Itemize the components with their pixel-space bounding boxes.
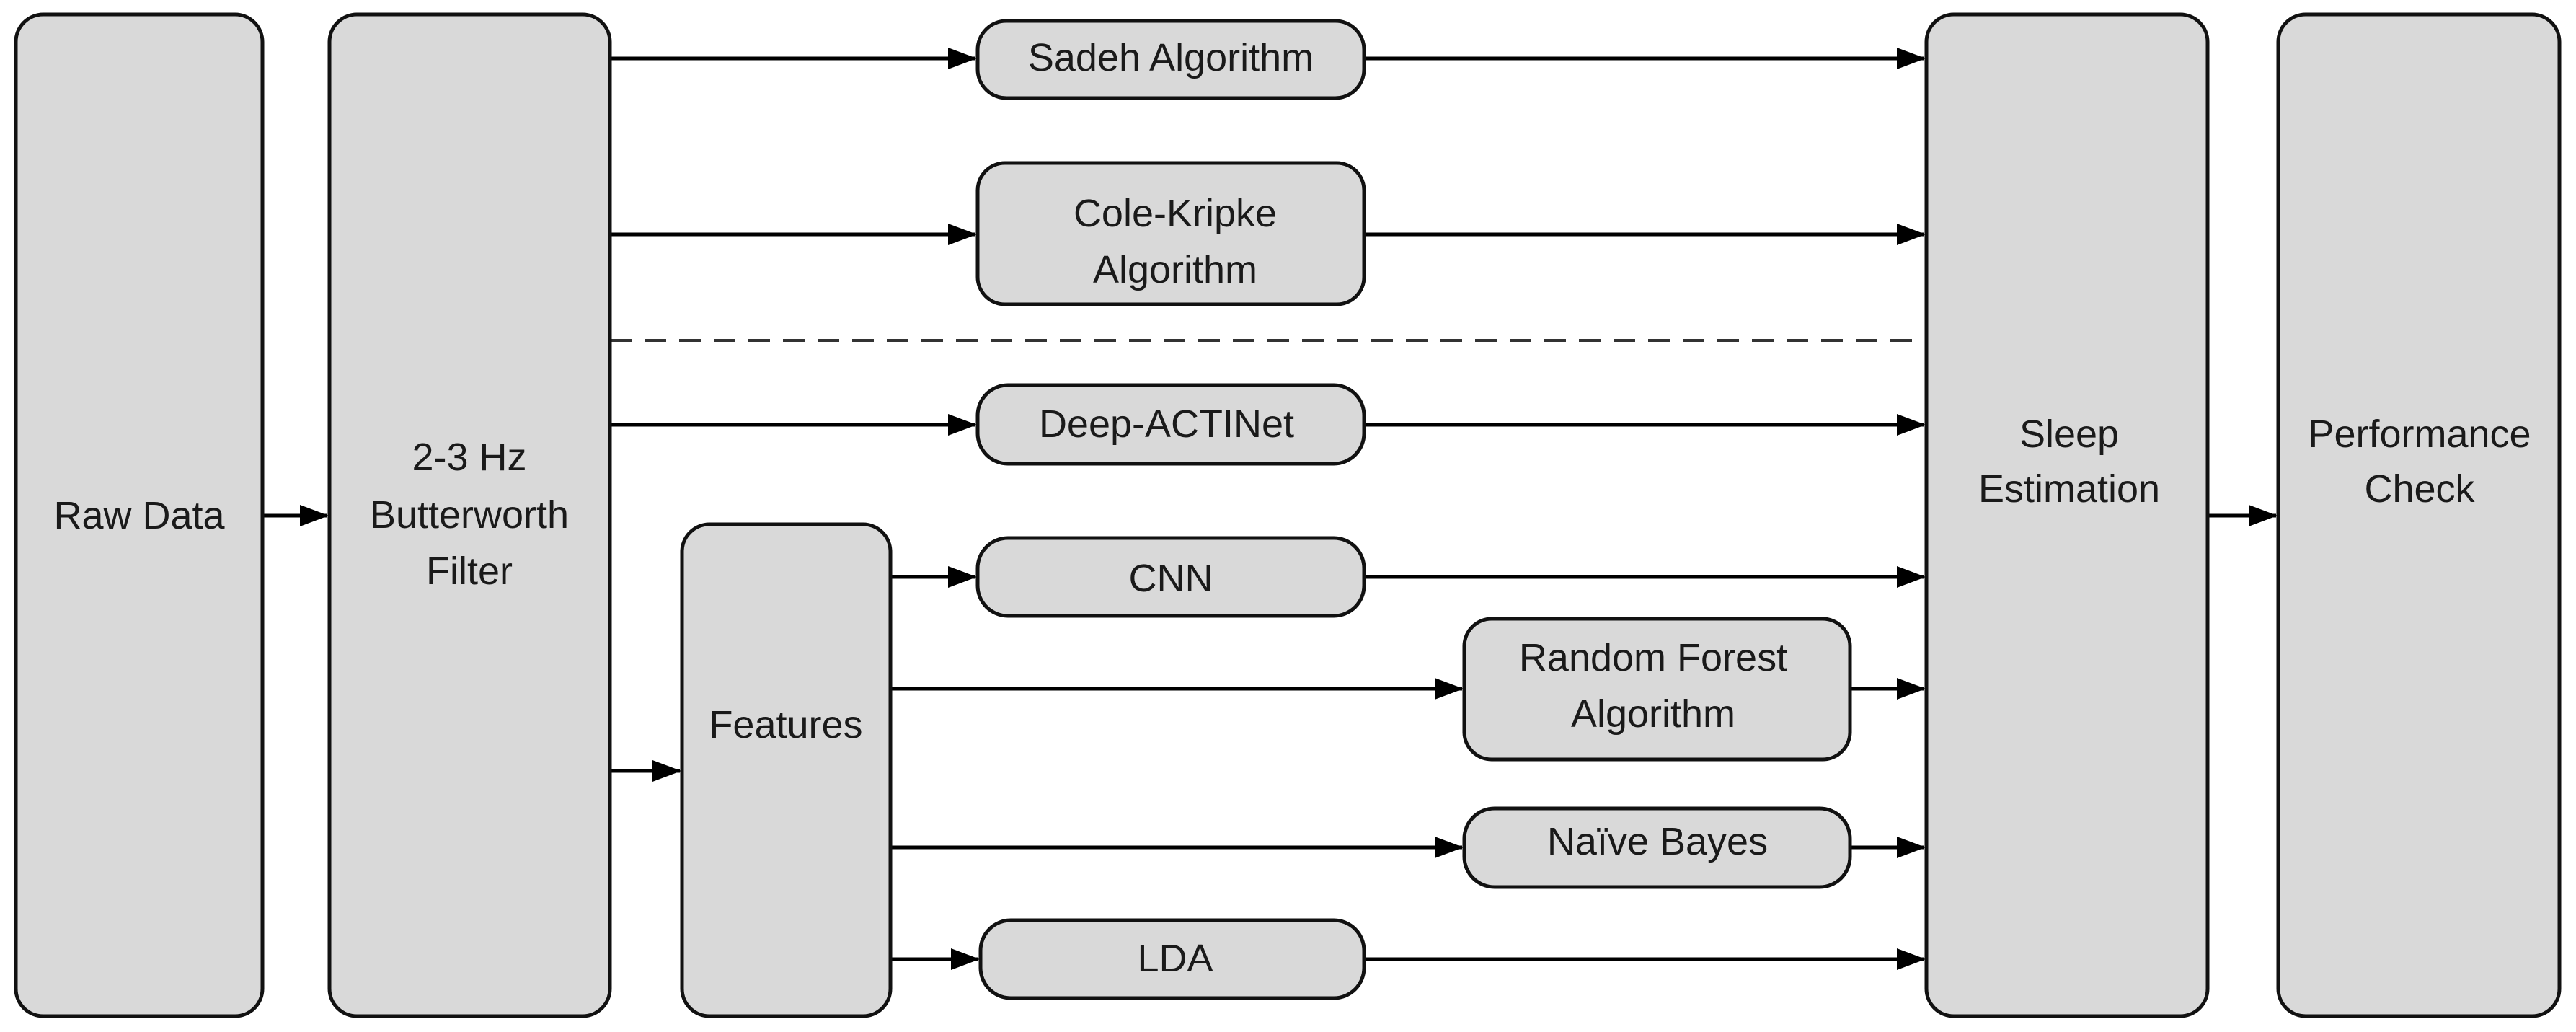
node-cole-kripke-algorithm-box <box>975 161 1366 306</box>
node-sadeh-algorithm-label: Sadeh Algorithm <box>1028 36 1314 79</box>
node-performance-check-label-line2: Check <box>2364 467 2475 511</box>
node-raw-data: Raw Data <box>14 12 265 1018</box>
node-performance-check-label-line1: Performance <box>2308 413 2531 456</box>
node-random-forest-algorithm-box <box>1462 617 1852 762</box>
node-sleep-estimation-label-line1: Sleep <box>2019 413 2119 456</box>
node-features-box <box>680 522 893 1018</box>
node-cnn-box <box>975 536 1366 618</box>
node-butterworth-filter-label-line2: Butterworth <box>370 493 569 537</box>
node-random-forest-algorithm: Random Forest Algorithm <box>1462 617 1852 762</box>
node-deep-actinet: Deep-ACTINet <box>975 383 1366 466</box>
node-naive-bayes-label: Naïve Bayes <box>1547 820 1768 863</box>
node-raw-data-box <box>14 12 265 1018</box>
node-butterworth-filter-label-line1: 2-3 Hz <box>412 436 526 479</box>
node-deep-actinet-box <box>975 383 1366 466</box>
node-lda-box <box>978 918 1366 1000</box>
node-butterworth-filter: 2-3 Hz Butterworth Filter <box>327 12 612 1018</box>
node-cole-kripke-algorithm-label-line2: Algorithm <box>1093 248 1257 291</box>
node-sleep-estimation-label-line2: Estimation <box>1978 467 2160 511</box>
connectors <box>262 48 2278 970</box>
node-performance-check-box <box>2276 12 2562 1018</box>
node-deep-actinet-label: Deep-ACTINet <box>1039 402 1294 446</box>
node-sleep-estimation-box <box>1924 12 2210 1018</box>
node-random-forest-algorithm-label-line1: Random Forest <box>1519 636 1787 679</box>
node-cole-kripke-algorithm-label-line1: Cole-Kripke <box>1074 192 1277 235</box>
node-performance-check: Performance Check <box>2276 12 2562 1018</box>
node-cnn-label: CNN <box>1129 557 1213 600</box>
node-lda-label: LDA <box>1137 937 1213 980</box>
node-naive-bayes-box <box>1462 806 1852 889</box>
node-raw-data-label: Raw Data <box>53 494 225 537</box>
node-features: Features <box>680 522 893 1018</box>
node-sadeh-algorithm-box <box>975 19 1366 100</box>
node-lda: LDA <box>978 918 1366 1000</box>
node-butterworth-filter-label-line3: Filter <box>426 550 513 593</box>
node-random-forest-algorithm-label-line2: Algorithm <box>1571 692 1735 736</box>
node-cole-kripke-algorithm: Cole-Kripke Algorithm <box>975 161 1366 306</box>
node-butterworth-filter-box <box>327 12 612 1018</box>
node-sleep-estimation: Sleep Estimation <box>1924 12 2210 1018</box>
node-naive-bayes: Naïve Bayes <box>1462 806 1852 889</box>
node-features-label: Features <box>709 703 862 746</box>
node-sadeh-algorithm: Sadeh Algorithm <box>975 19 1366 100</box>
node-cnn: CNN <box>975 536 1366 618</box>
